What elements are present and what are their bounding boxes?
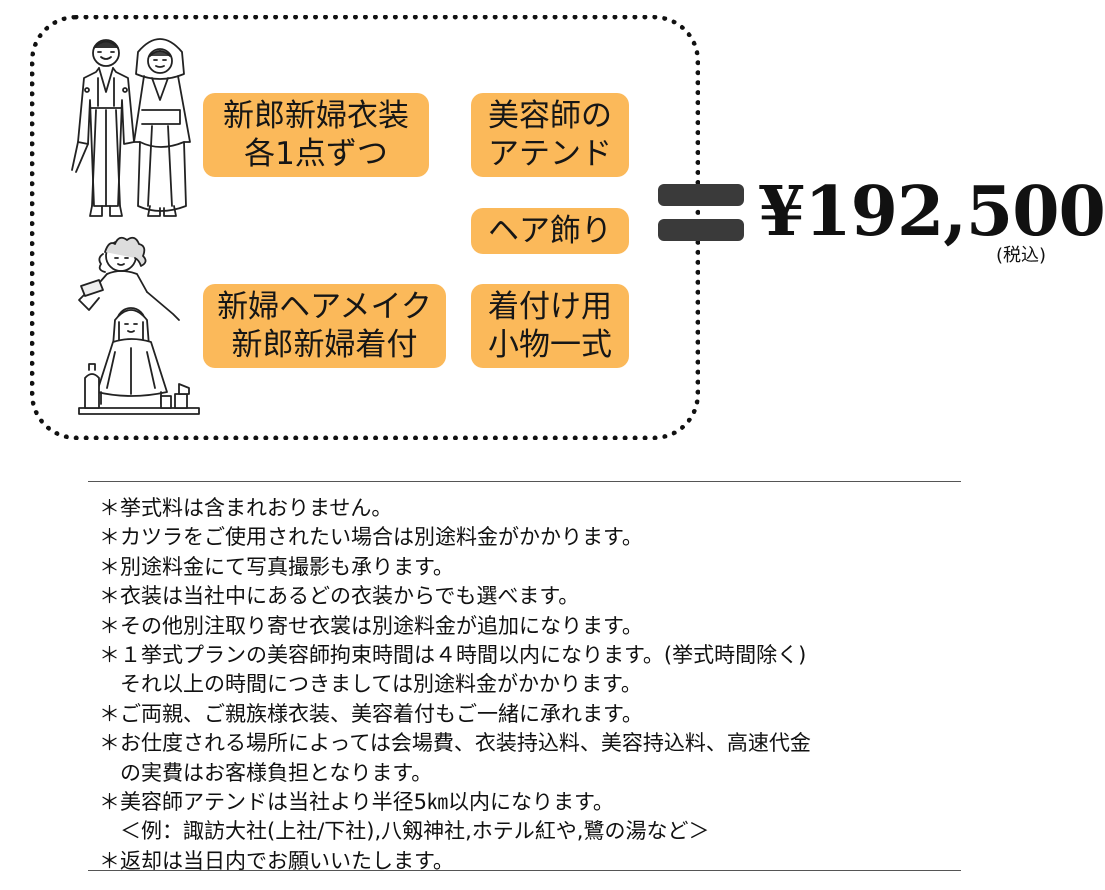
note-item-continuation: の実費はお客様負担となります。 (99, 760, 433, 785)
item-hair-accessory-tag: ヘア飾り (471, 208, 629, 254)
item-kimono-accessories-line-1: 着付け用 (488, 289, 612, 325)
item-costume-line-2: 各1点ずつ (244, 136, 388, 172)
equals-sign-top-bar (658, 184, 744, 206)
note-item: ＊ご両親、ご親族様衣装、美容着付もご一緒に承れます。 (99, 701, 643, 726)
note-item: ＊その他別注取り寄せ衣裳は別途料金が追加になります。 (99, 613, 643, 638)
notes-bottom-divider (88, 870, 961, 871)
item-makeup-line-2: 新郎新婦着付 (231, 327, 418, 363)
item-kimono-accessories-line-2: 小物一式 (488, 327, 612, 363)
item-attend-line-1: 美容師の (488, 98, 612, 134)
package-price: ¥192,500 (758, 172, 1105, 252)
notes-list: ＊挙式料は含まれおりません。 ＊カツラをご使用されたい場合は別途料金がかかります… (99, 494, 811, 876)
item-kimono-accessories-tag: 着付け用 小物一式 (471, 284, 629, 368)
notes-top-divider (88, 481, 961, 482)
item-hair-accessory-label: ヘア飾り (488, 213, 612, 249)
item-costume-line-1: 新郎新婦衣装 (223, 98, 409, 134)
note-item: ＊返却は当日内でお願いいたします。 (99, 848, 454, 873)
note-item-continuation: それ以上の時間につきましては別途料金がかかります。 (99, 672, 642, 697)
item-makeup-line-1: 新婦ヘアメイク (217, 289, 432, 325)
item-makeup-tag: 新婦ヘアメイク 新郎新婦着付 (203, 284, 446, 368)
note-item: ＊挙式料は含まれおりません。 (99, 496, 393, 520)
note-item: ＊１挙式プランの美容師拘束時間は４時間以内になります。(挙式時間除く) (99, 643, 807, 668)
note-item-continuation: ＜例：諏訪大社(上社/下社),八剱神社,ホテル紅や,鷺の湯など＞ (99, 819, 710, 844)
wedding-couple-illustration (68, 30, 198, 222)
tax-included-note: (税込) (996, 245, 1047, 266)
note-item: ＊カツラをご使用されたい場合は別途料金がかかります。 (99, 525, 643, 550)
hair-stylist-illustration (75, 228, 203, 420)
item-attend-tag: 美容師の アテンド (471, 93, 629, 177)
equals-sign-bottom-bar (658, 219, 744, 241)
note-item: ＊美容師アテンドは当社より半径5㎞以内になります。 (99, 790, 614, 815)
note-item: ＊お仕度される場所によっては会場費、衣装持込料、美容持込料、高速代金 (99, 731, 811, 756)
note-item: ＊衣装は当社中にあるどの衣装からでも選べます。 (99, 584, 580, 609)
item-attend-line-2: アテンド (488, 136, 612, 172)
note-item: ＊別途料金にて写真撮影も承ります。 (99, 554, 454, 579)
item-costume-tag: 新郎新婦衣装 各1点ずつ (203, 93, 429, 177)
